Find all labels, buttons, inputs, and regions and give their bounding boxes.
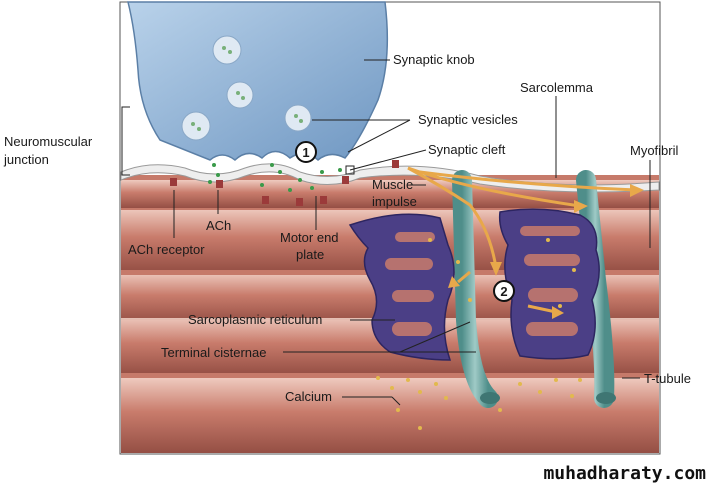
label-t-tubule: T-tubule bbox=[644, 371, 691, 386]
arrowheads bbox=[448, 184, 644, 319]
labels: Synaptic knob Sarcolemma Neuromuscular j… bbox=[3, 52, 691, 404]
step-2-marker: 2 bbox=[493, 280, 515, 302]
label-junction: junction bbox=[3, 152, 49, 167]
step-1-marker: 1 bbox=[295, 141, 317, 163]
label-synaptic-knob: Synaptic knob bbox=[393, 52, 475, 67]
leader-lines bbox=[121, 59, 651, 406]
watermark: muhadharaty.com bbox=[543, 463, 706, 484]
label-plate: plate bbox=[296, 247, 324, 262]
label-muscle: Muscle bbox=[372, 177, 413, 192]
label-neuromuscular: Neuromuscular bbox=[4, 134, 93, 149]
label-ach-receptor: ACh receptor bbox=[128, 242, 205, 257]
label-synaptic-vesicles: Synaptic vesicles bbox=[418, 112, 518, 127]
label-ach: ACh bbox=[206, 218, 231, 233]
label-synaptic-cleft: Synaptic cleft bbox=[428, 142, 506, 157]
label-motor-end: Motor end bbox=[280, 230, 339, 245]
label-sarcolemma: Sarcolemma bbox=[520, 80, 594, 95]
label-myofibril: Myofibril bbox=[630, 143, 679, 158]
label-terminal-cisternae: Terminal cisternae bbox=[161, 345, 267, 360]
calcium-ions bbox=[376, 238, 582, 430]
svg-text:1: 1 bbox=[302, 145, 309, 160]
sarcolemma-membrane bbox=[120, 163, 660, 193]
label-calcium: Calcium bbox=[285, 389, 332, 404]
sarcoplasmic-reticulum bbox=[348, 208, 600, 361]
synaptic-knob bbox=[127, 1, 389, 161]
impulse-arrows bbox=[407, 166, 637, 314]
svg-text:2: 2 bbox=[500, 284, 507, 299]
label-impulse: impulse bbox=[372, 194, 417, 209]
label-sarcoplasmic-reticulum: Sarcoplasmic reticulum bbox=[188, 312, 322, 327]
ach-receptors bbox=[170, 160, 399, 206]
